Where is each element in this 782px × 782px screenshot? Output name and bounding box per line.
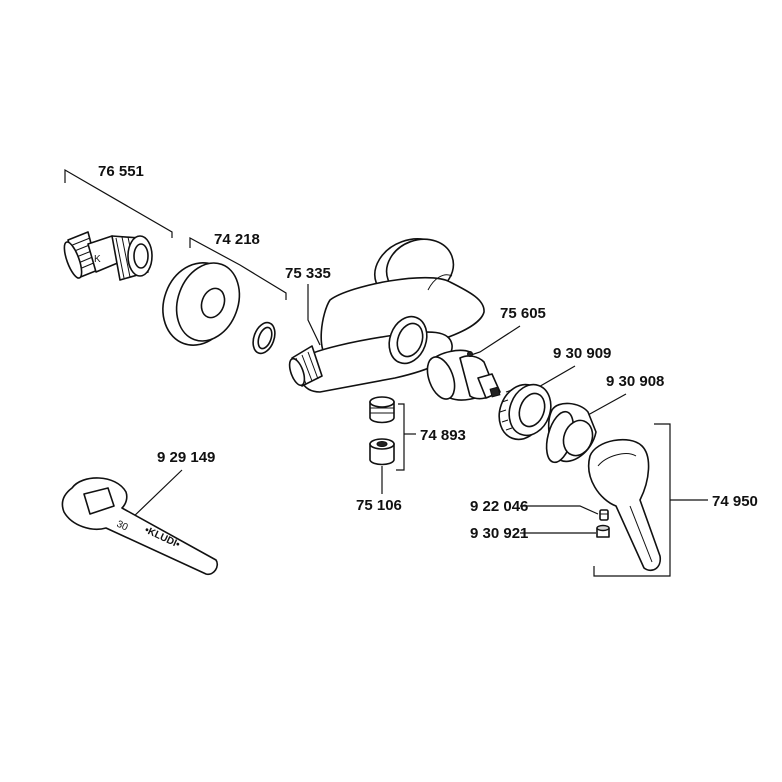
cover-cap-group: 9 30 908 — [545, 373, 664, 464]
threaded-ring-drawing — [498, 383, 552, 441]
mixer-body-drawing — [288, 238, 485, 393]
part-label-76551: 76 551 — [98, 163, 144, 180]
mixer-body-group: 75 335 — [285, 238, 485, 393]
connection-set-bracket — [64, 168, 173, 238]
part-label-930921: 9 30 921 — [470, 525, 528, 542]
eccentric-k-mark: K — [94, 254, 101, 265]
cartridge-group: 75 605 — [426, 305, 546, 401]
cover-cap-drawing — [545, 402, 597, 464]
part-label-930909: 9 30 909 — [553, 345, 611, 362]
part-label-75605: 75 605 — [500, 305, 546, 322]
part-label-930908: 9 30 908 — [606, 373, 664, 390]
service-key-drawing: 30 •KLUDI• — [61, 477, 219, 576]
service-key-group: 9 29 149 30 •KLUDI• — [61, 449, 219, 576]
part-label-922046: 9 22 046 — [470, 498, 528, 515]
part-label-74218: 74 218 — [214, 231, 260, 248]
grub-screw-leader — [520, 505, 599, 515]
service-key-leader — [129, 469, 183, 521]
cartridge-drawing — [426, 349, 501, 401]
cover-rosette-drawing — [162, 262, 276, 355]
eccentric-connector-drawing: K — [63, 231, 153, 281]
part-label-74950: 74 950 — [712, 493, 758, 510]
small-fasteners-group: 9 22 046 9 30 921 — [470, 498, 610, 542]
cap-plug-drawing — [596, 524, 610, 538]
part-label-75335: 75 335 — [285, 265, 331, 282]
cover-cap-leader — [587, 393, 627, 416]
aerator-housing-drawing — [369, 438, 395, 466]
connection-set-group: 76 551 K — [63, 163, 173, 281]
lever-handle-bracket — [593, 423, 671, 577]
mixer-body-leader — [307, 284, 321, 346]
cover-rosette-group: 74 218 — [162, 231, 287, 355]
part-label-75106: 75 106 — [356, 497, 402, 514]
cover-rosette-bracket — [189, 236, 287, 300]
lever-handle-group: 74 950 — [587, 423, 758, 577]
threaded-ring-group: 9 30 909 — [498, 345, 611, 441]
grub-screw-drawing — [599, 509, 609, 521]
cartridge-leader — [467, 325, 521, 357]
part-label-74893: 74 893 — [420, 427, 466, 444]
lever-handle-drawing — [587, 438, 662, 572]
aerator-insert-drawing — [369, 396, 395, 424]
aerator-group: 74 893 75 106 — [356, 396, 466, 514]
part-label-929149: 9 29 149 — [157, 449, 215, 466]
aerator-bracket — [396, 403, 405, 471]
key-size-engraving: 30 — [115, 519, 130, 534]
